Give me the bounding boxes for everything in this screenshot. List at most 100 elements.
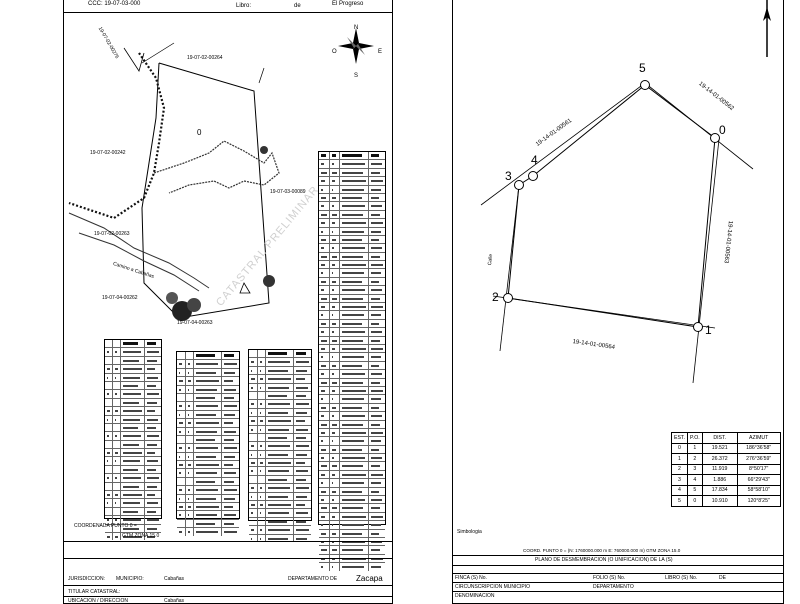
grid-row — [319, 470, 385, 480]
grid-row — [249, 433, 311, 443]
grid-row — [177, 494, 239, 504]
grid-row — [105, 398, 161, 408]
grid-row — [105, 516, 161, 525]
grid-row — [319, 546, 385, 555]
footer-divider-2 — [453, 565, 783, 566]
grid-row — [105, 507, 161, 517]
zone-note: GTM ZONA 15.0 — [122, 533, 160, 539]
grid-row — [319, 344, 385, 354]
simbologia-label: Simbologia — [457, 529, 482, 535]
compass-e: E — [378, 49, 383, 55]
grid-row — [249, 467, 311, 476]
grid-row — [319, 185, 385, 194]
cell-dist: 19.521 — [701, 442, 738, 454]
de-label: DE — [719, 575, 726, 581]
grid-row — [319, 462, 385, 471]
parcel-map — [68, 28, 374, 321]
libro-label: Libro: — [236, 3, 252, 9]
grid-row — [105, 524, 161, 533]
cell-est: 3 — [671, 474, 688, 486]
point-label-0: 0 — [719, 123, 726, 137]
grid-row — [319, 303, 385, 312]
grid-row — [105, 415, 161, 424]
header-azimut: AZIMUT — [736, 432, 781, 444]
coordinate-table-east — [318, 151, 386, 571]
grid-row — [177, 368, 239, 378]
grid-row — [249, 358, 311, 367]
cell-dist: 17.834 — [701, 484, 738, 496]
grid-row — [319, 152, 385, 161]
libro-de-label: de — [294, 3, 301, 9]
coordinate-table-1 — [104, 339, 162, 541]
ccc-label: CCC: 19-07-03-000 — [88, 1, 141, 7]
cell-est: 2 — [671, 463, 688, 475]
parcel-label-left: Calle — [487, 253, 495, 266]
grid-row — [319, 160, 385, 169]
grid-row — [105, 365, 161, 374]
grid-row — [105, 423, 161, 433]
table-row: 5 0 10.910 120°8'25" — [671, 495, 781, 507]
grid-row — [249, 459, 311, 468]
header-po: P.O. — [686, 432, 703, 444]
grid-row — [249, 475, 311, 485]
grid-row — [249, 400, 311, 409]
grid-row — [319, 219, 385, 228]
footer-divider-5 — [453, 591, 783, 592]
cell-po: 4 — [686, 474, 703, 486]
table-row: 2 3 11.919 8°50'17" — [671, 463, 781, 475]
grid-row — [319, 537, 385, 547]
footer-divider-1 — [64, 541, 392, 542]
cell-po: 3 — [686, 463, 703, 475]
cell-dist: 1.886 — [701, 474, 738, 486]
grid-row — [319, 244, 385, 253]
vertex-2 — [503, 293, 513, 303]
grid-row — [319, 437, 385, 446]
parcel-label-west-upper: 19-07-02-00242 — [90, 150, 126, 156]
cell-azimut: 8°50'17" — [736, 463, 781, 475]
libro-label: LIBRO (S) No. — [665, 575, 698, 581]
coord-note: COORD. PUNTO 0 = (N: 1760000.000 m E: 76… — [523, 548, 681, 553]
cell-dist: 11.919 — [701, 463, 738, 475]
coordinate-note: COORDENADA PUNTO 0 = — [74, 523, 137, 529]
grid-row — [319, 277, 385, 287]
footer-divider-2 — [64, 558, 392, 559]
parcel-label-west-lower: 19-07-02-00263 — [94, 231, 130, 237]
grid-row — [319, 420, 385, 429]
grid-row — [177, 452, 239, 462]
grid-row — [319, 487, 385, 497]
grid-row — [177, 469, 239, 478]
table-row: 4 5 17.834 58°58'10" — [671, 484, 781, 496]
vertex-5 — [640, 80, 650, 90]
north-compass — [338, 28, 374, 64]
departamento-value: Zacapa — [356, 574, 383, 583]
cell-azimut: 58°58'10" — [736, 484, 781, 496]
road-lower — [68, 212, 210, 289]
compass-s: S — [354, 73, 359, 79]
cell-azimut: 120°8'25" — [736, 495, 781, 507]
grid-row — [249, 450, 311, 460]
parcel-label-north: 19-07-02-00264 — [187, 55, 223, 61]
parcel-label-southwest: 19-07-04-00262 — [102, 295, 138, 301]
grid-row — [319, 361, 385, 371]
grid-row — [319, 386, 385, 396]
point-label-2: 2 — [492, 290, 499, 304]
grid-row — [319, 504, 385, 513]
creek-west — [68, 52, 166, 220]
folio-label: FOLIO (S) No. — [593, 575, 626, 581]
vertex-0 — [710, 133, 720, 143]
header-divider — [64, 12, 392, 13]
cell-azimut: 276°36'59" — [736, 453, 781, 465]
table-row: 1 2 26.372 276°36'59" — [671, 453, 781, 465]
cell-po: 2 — [686, 453, 703, 465]
grid-row — [249, 408, 311, 418]
grid-row — [177, 427, 239, 436]
grid-row — [177, 444, 239, 453]
grid-row — [319, 403, 385, 413]
point-label-3: 3 — [505, 169, 512, 183]
grid-row — [319, 563, 385, 571]
grid-row — [105, 440, 161, 450]
parcel-label-east: 19-07-03-00089 — [270, 189, 306, 195]
grid-row — [105, 390, 161, 399]
cell-po: 1 — [686, 442, 703, 454]
grid-row — [249, 425, 311, 434]
